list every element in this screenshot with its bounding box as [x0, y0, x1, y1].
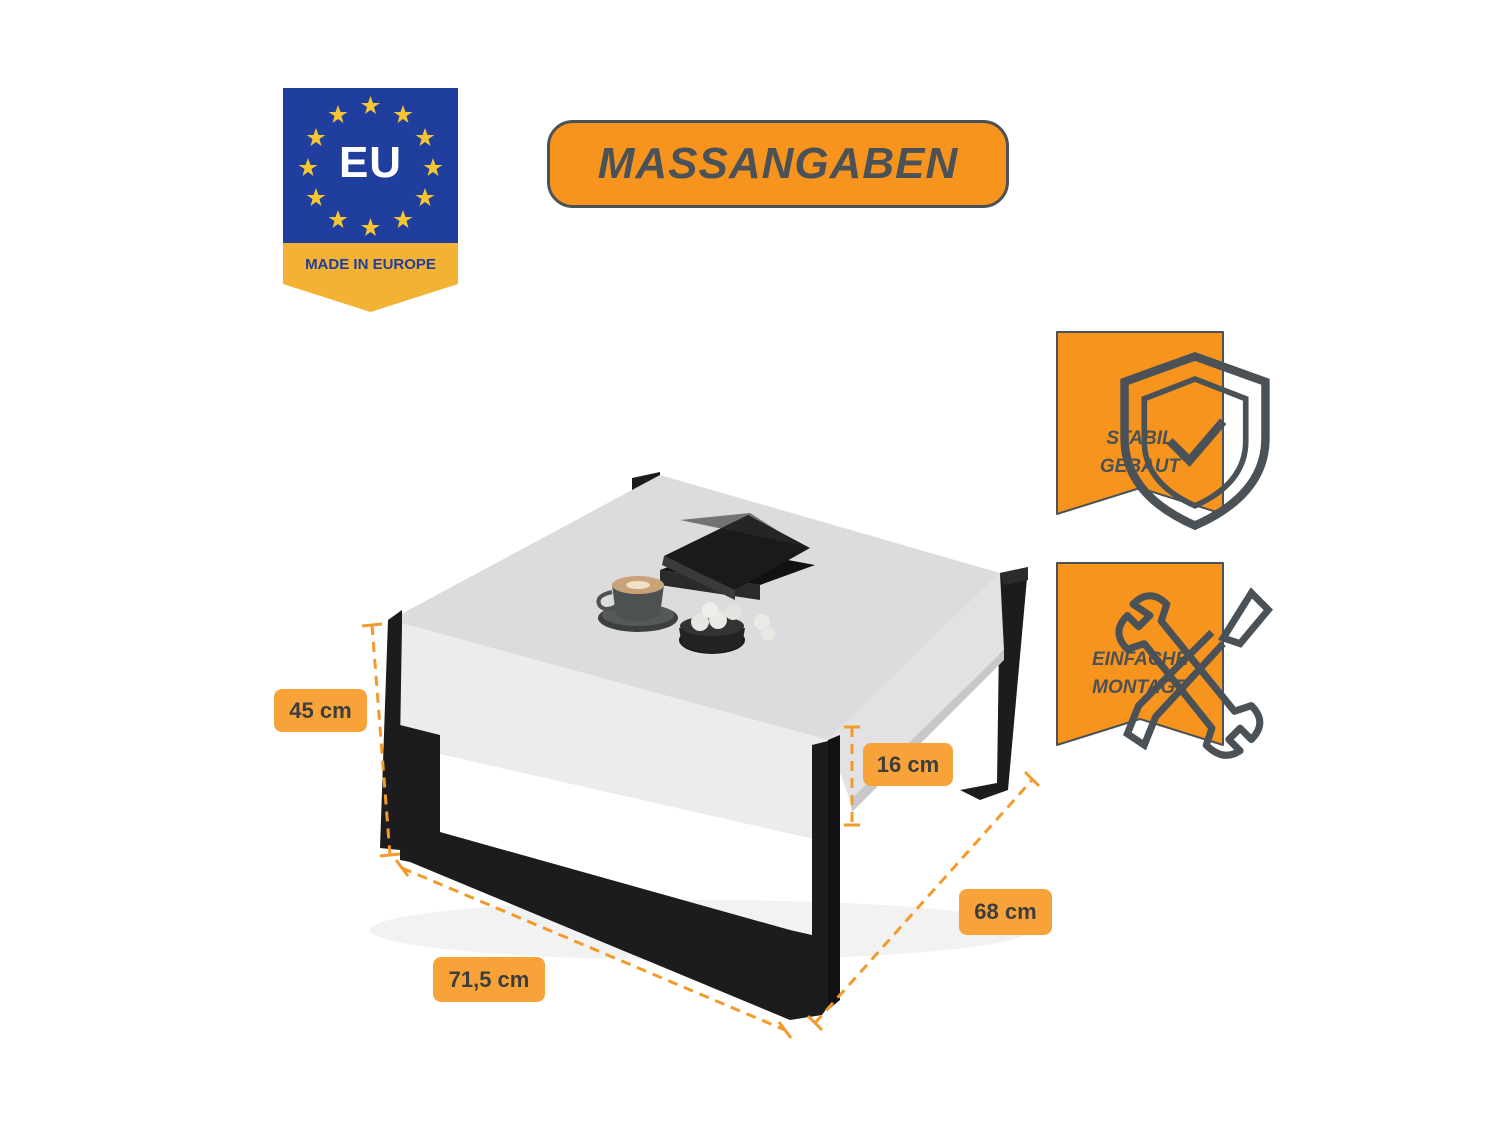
page-title: MASSANGABEN — [597, 139, 959, 188]
title-banner: MASSANGABEN — [547, 120, 1009, 208]
coffee-cup-decoration — [596, 576, 678, 632]
shelf-height-label: 16 cm — [863, 743, 953, 786]
height-label: 45 cm — [274, 689, 367, 732]
tools-icon — [1115, 587, 1274, 759]
made-in-europe-label: MADE IN EUROPE — [305, 256, 436, 273]
feature-flag-stable: STABIL GEBAUT — [1055, 330, 1270, 531]
feature-stable-line2: GEBAUT — [1099, 456, 1181, 477]
table-front-face — [390, 620, 840, 845]
width-guide — [401, 866, 786, 1032]
depth-label: 68 cm — [959, 889, 1052, 935]
feature-stable-line1: STABIL — [1106, 428, 1174, 449]
table-leg-front-right — [790, 738, 840, 1020]
table-leg-front-left — [380, 610, 402, 850]
books-decoration — [660, 513, 815, 600]
table-leg-back-right — [960, 567, 1028, 800]
width-label: 71,5 cm — [433, 957, 545, 1002]
cookie-bowl-decoration — [679, 602, 775, 654]
made-in-europe-badge — [283, 88, 458, 312]
star-ring-icon — [298, 96, 443, 236]
eu-label: EU — [338, 138, 403, 187]
feature-assembly-line1: EINFACHE — [1091, 649, 1189, 670]
feature-assembly-line2: MONTAGE — [1092, 677, 1188, 698]
feature-flag-assembly: EINFACHE MONTAGE — [1055, 561, 1274, 759]
height-guide — [370, 624, 392, 856]
table-top — [390, 475, 1000, 740]
shield-check-icon — [1120, 351, 1270, 531]
depth-guide — [813, 779, 1034, 1024]
dimension-guides — [370, 624, 1034, 1032]
